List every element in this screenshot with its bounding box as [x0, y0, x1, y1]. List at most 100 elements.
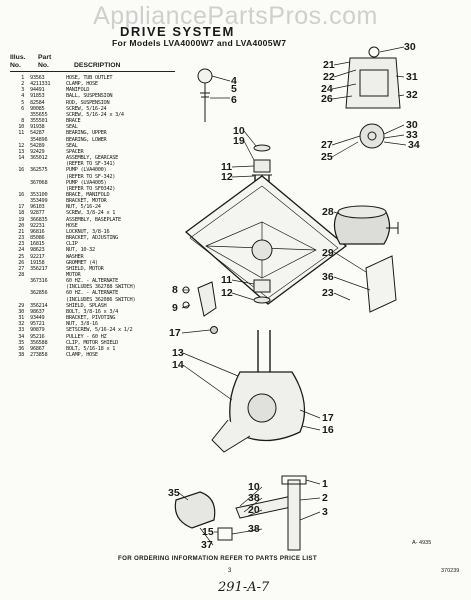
part-description: BRACKET, ADJUSTING: [66, 235, 119, 242]
callout-number: 2: [322, 492, 328, 504]
part-description: (INCLUDES 362086 SWITCH): [66, 296, 136, 303]
part-description: 60 HZ. - ALTERNATE: [66, 290, 119, 297]
illus-number: 10: [18, 124, 24, 131]
callout-number: 35: [168, 487, 180, 499]
suspension-ball: [197, 68, 213, 84]
part-description: (INCLUDES 362788 SWITCH): [66, 284, 136, 291]
part-description: SCREW, 3/8-24 x 1: [66, 210, 116, 217]
illus-number: 23: [18, 235, 24, 242]
hose-tub-outlet: [235, 495, 297, 519]
part-description: SHIELD, SPLASH: [66, 302, 107, 309]
illus-number: 4: [21, 93, 24, 100]
part-number: 98623: [30, 247, 45, 254]
part-description: MANIFOLD: [66, 87, 90, 94]
part-description: CLAMP, HOSE: [66, 352, 98, 359]
callout-number: 19: [233, 135, 245, 147]
part-description: 60 HZ. - ALTERNATE: [66, 278, 119, 285]
part-number: 19158: [30, 259, 45, 266]
page-number: 3: [228, 568, 232, 574]
part-number: 92877: [30, 210, 45, 217]
diagram-subtitle: For Models LVA4000W7 and LVA4005W7: [112, 38, 287, 48]
part-description: BOLT, 5/16-18 x 1: [66, 345, 116, 352]
illus-number: 19: [18, 216, 24, 223]
part-description: HOSE: [66, 222, 78, 229]
pulley: [359, 123, 385, 149]
splash-shield: [365, 255, 397, 313]
part-number: 90085: [30, 105, 45, 112]
illus-number: 17: [18, 204, 24, 211]
callout-number: 34: [408, 139, 420, 151]
part-number: 366835: [30, 216, 48, 223]
gearcase-tube: [257, 330, 271, 372]
part-description: SEAL: [66, 124, 78, 131]
callout-number: 22: [323, 71, 335, 83]
part-number: 82584: [30, 99, 45, 106]
parts-list-row: (INCLUDES 362086 SWITCH): [10, 297, 175, 303]
illus-number: 31: [18, 315, 24, 322]
part-number: 356214: [30, 302, 48, 309]
part-description: BRACE: [66, 118, 81, 125]
pivot-bracket: [345, 57, 401, 109]
part-number: 91853: [30, 93, 45, 100]
part-number: 96816: [30, 228, 45, 235]
part-description: WASHER: [66, 253, 84, 260]
part-number: 273858: [30, 352, 48, 359]
bearing-lower: [253, 279, 271, 293]
ordering-footer: FOR ORDERING INFORMATION REFER TO PARTS …: [118, 555, 317, 562]
callout-number: 1: [322, 478, 328, 490]
callout-number: 31: [406, 71, 418, 83]
part-description: NUT, 3/8-16: [66, 321, 98, 328]
callout-number: 23: [322, 287, 334, 299]
part-description: (REFER TO SF0342): [66, 185, 116, 192]
part-description: PUMP (LVA4000): [66, 167, 107, 174]
illus-no-header: Illus.No.: [10, 54, 26, 69]
illus-number: 23: [18, 241, 24, 248]
callout-number: 9: [172, 302, 178, 314]
parts-list-row: 6 90085 SCREW, 5/16-24: [10, 106, 175, 112]
callout-number: 11: [221, 274, 233, 286]
part-description: BALL, SUSPENSION: [66, 93, 113, 100]
illus-number: 36: [18, 345, 24, 352]
callout-number: 30: [404, 41, 416, 53]
illus-number: 8: [21, 118, 24, 125]
callout-number: 26: [321, 93, 333, 105]
callout-number: 29: [322, 247, 334, 259]
illus-number: 21: [18, 228, 24, 235]
brace-bracket: [197, 281, 217, 317]
illus-number: 6: [21, 105, 24, 112]
illus-number: 29: [18, 302, 24, 309]
illus-number: 28: [18, 272, 24, 278]
callout-number: 11: [221, 161, 233, 173]
diagram-id: A- 4935: [412, 540, 432, 546]
part-description: NUT, 10-32: [66, 247, 95, 254]
illus-number: 24: [18, 247, 24, 254]
illus-number: 35: [18, 339, 24, 346]
watermark: AppliancePartsPros.com: [93, 2, 378, 30]
part-number: 353499: [30, 198, 48, 205]
part-description: SCREW, 5/16-24: [66, 105, 107, 112]
motor: [333, 211, 391, 245]
callout-number: 14: [172, 359, 184, 371]
part-number: 96867: [30, 345, 45, 352]
illus-number: 16: [18, 167, 24, 174]
illus-number: 13: [18, 148, 24, 155]
callout-number: 36: [322, 271, 334, 283]
part-number: 95721: [30, 321, 45, 328]
callout-number: 20: [248, 504, 260, 516]
part-number: 353100: [30, 191, 48, 198]
callout-number: 25: [321, 151, 333, 163]
illus-number: 14: [18, 155, 24, 162]
part-number: 54289: [30, 142, 45, 149]
part-description: ASSEMBLY, GEARCASE: [66, 155, 119, 162]
callout-number: 28: [322, 206, 334, 218]
